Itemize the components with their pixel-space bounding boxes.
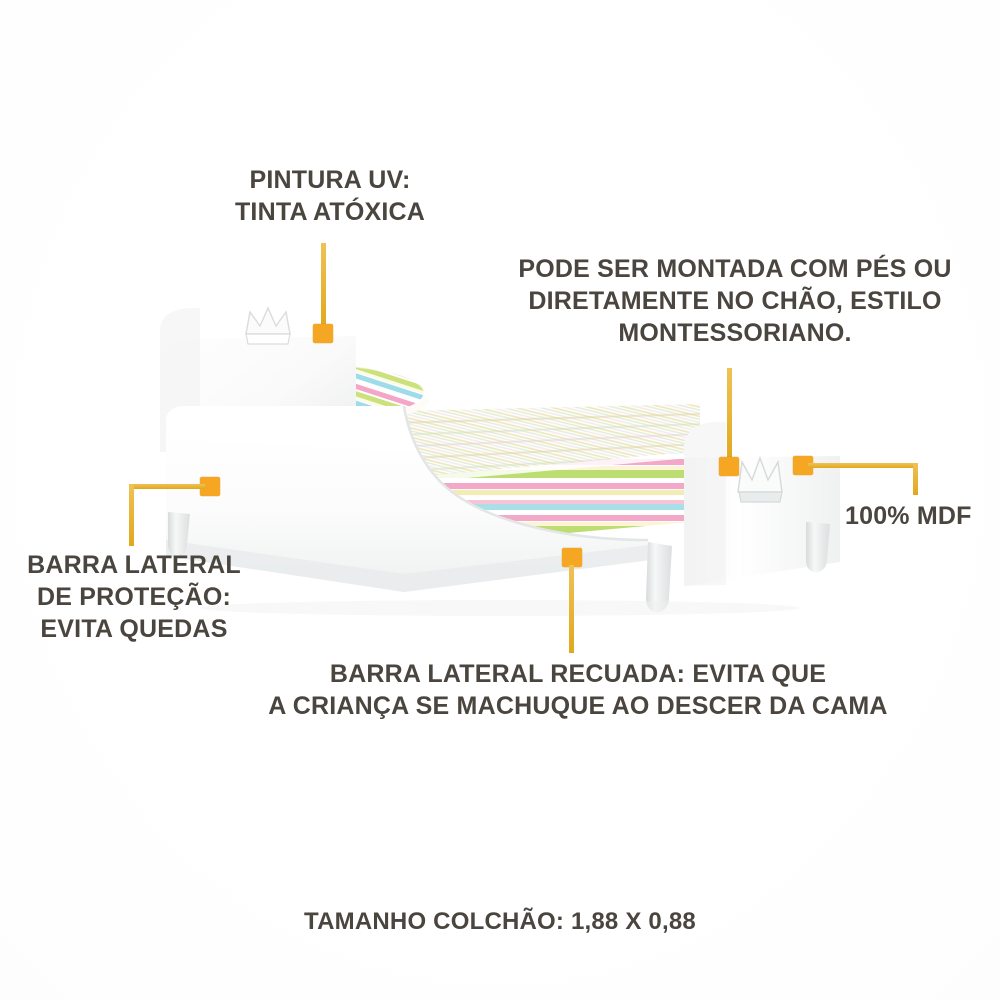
marker-mdf [793,456,813,475]
marker-barra-lateral-protecao [200,477,220,496]
leader-line-mdf-vertical [913,463,918,495]
callout-barra-lateral-recuada: BARRA LATERAL RECUADA: EVITA QUE A CRIAN… [268,660,888,720]
crown-cutout-headboard [245,306,291,345]
marker-montagem [719,457,739,476]
marker-barra-lateral-recuada [562,548,582,567]
callout-montagem: PODE SER MONTADA COM PÉS OU DIRETAMENTE … [518,255,952,347]
leader-line-pintura-uv [321,243,326,329]
bed-legs [168,512,830,612]
callout-pintura-uv: PINTURA UV: TINTA ATÓXICA [234,166,426,226]
leader-line-barra-recuada [569,565,574,653]
leader-line-barra-protecao-horizontal [129,484,205,489]
callout-mdf: 100% MDF [845,502,972,530]
marker-pintura-uv [313,324,333,343]
callout-barra-lateral-protecao: BARRA LATERAL DE PROTEÇÃO: EVITA QUEDAS [27,551,241,643]
crown-cutout-footboard [737,455,783,503]
leader-line-montagem [727,368,732,463]
footer-mattress-size: TAMANHO COLCHÃO: 1,88 X 0,88 [304,908,696,935]
leader-line-barra-protecao-vertical [129,484,134,546]
leader-line-mdf-horizontal [808,463,918,468]
